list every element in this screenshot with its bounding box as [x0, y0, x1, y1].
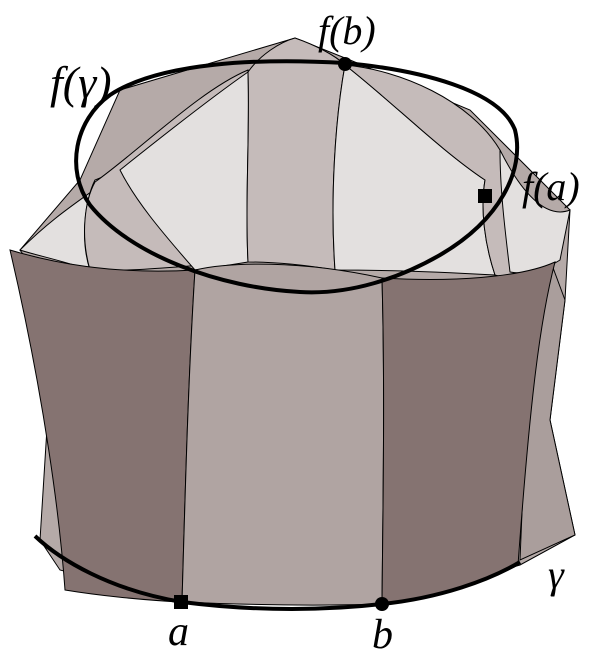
label-b: b: [372, 612, 393, 654]
point-f-a-marker: [478, 189, 492, 203]
point-f-b-marker: [338, 57, 352, 71]
top-peak-fold: [247, 38, 345, 270]
label-f-gamma: f(γ): [50, 57, 112, 108]
label-gamma: γ: [548, 552, 565, 597]
label-f-a: f(a): [522, 164, 580, 209]
front-panel-left-dark: [10, 250, 195, 602]
point-a-marker: [174, 595, 188, 609]
point-b-marker: [375, 597, 389, 611]
front-panel-center: [182, 264, 384, 605]
label-f-b: f(b): [318, 8, 376, 53]
label-a: a: [168, 609, 189, 654]
